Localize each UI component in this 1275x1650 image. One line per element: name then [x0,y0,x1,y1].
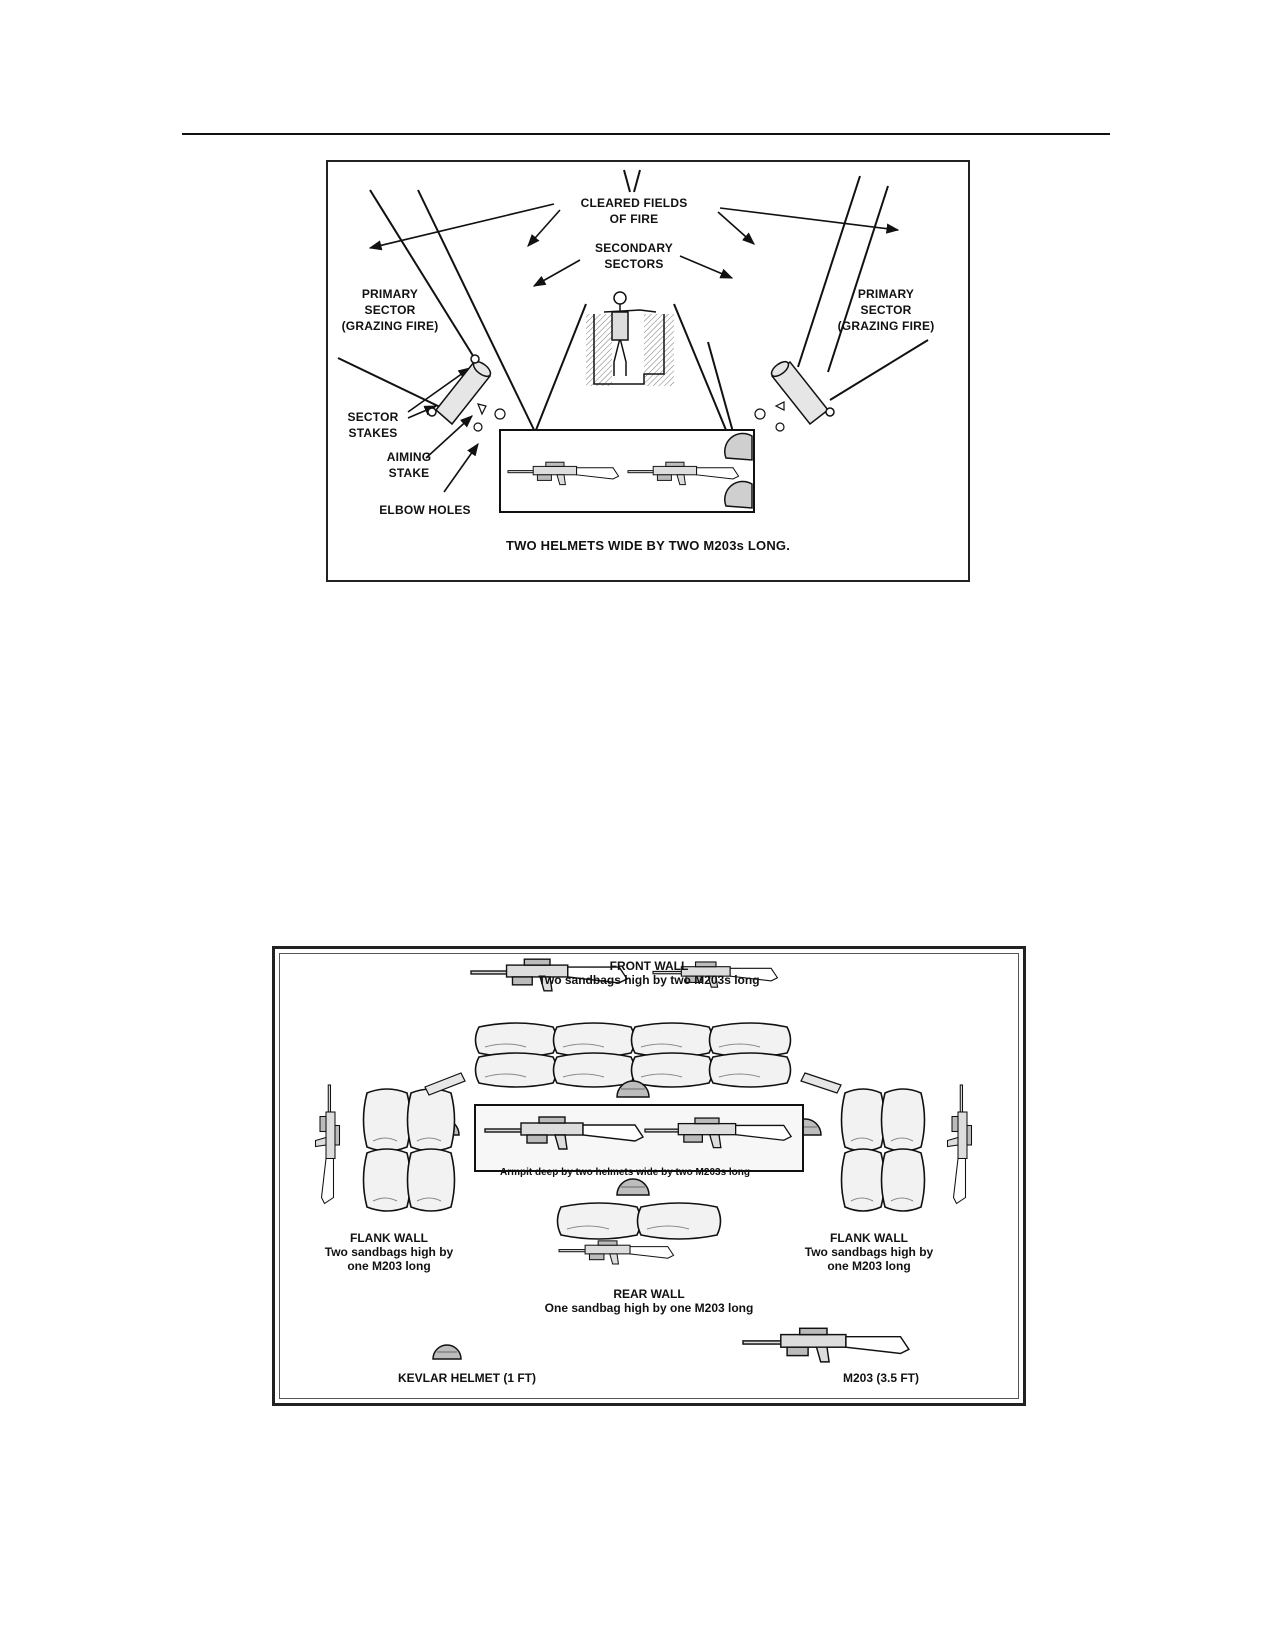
sandbag-icon [708,1022,792,1058]
sandbag-icon [552,1052,636,1088]
rifle-icon [652,961,779,988]
page-top-rule [182,133,1110,135]
flank-wall-left-title: FLANK WALL [350,1231,428,1245]
secondary-sector-lines [535,169,727,431]
sectors-diagram [337,169,929,513]
rifle-icon [507,461,740,486]
sandbag-icon [840,1148,886,1212]
figure1-caption: TWO HELMETS WIDE BY TWO M203s LONG. [505,538,791,553]
left-sector-lines [337,189,537,435]
sandbag-icon [880,1148,926,1212]
helmet-icon [724,432,753,509]
secondary-sectors-label: SECONDARY SECTORS [594,241,674,271]
sandbag-icon [556,1202,642,1240]
elbow-holes-label: ELBOW HOLES [379,503,471,517]
rifle-icon [484,1116,645,1150]
sandbag-icon [552,1022,636,1058]
log-icon [770,360,835,426]
front-wall-desc: Two sandbags high by two M203s long [538,973,760,987]
rifle-icon [470,958,629,992]
helmet-icon [616,1178,650,1196]
right-sector-lines [707,175,929,433]
sandbag-icon [708,1052,792,1088]
pit-label: Armpit deep by two helmets wide by two M… [499,1167,751,1178]
flank-wall-right-title: FLANK WALL [830,1231,908,1245]
log-icon [424,1072,466,1096]
sandbag-icon [406,1088,456,1152]
pointer-arrows [368,203,900,493]
log-icon [800,1072,842,1094]
flank-wall-left-desc1: Two sandbags high by [324,1245,454,1259]
fighting-position-walls-figure: FRONT WALL Two sandbags high by two M203… [272,946,1026,1406]
stake-icon [473,401,785,432]
m203-legend: M203 (3.5 FT) [842,1371,920,1385]
soldier-icon [586,291,674,386]
sandbag-icon [362,1088,412,1152]
primary-sector-right-label: PRIMARY SECTOR (GRAZING FIRE) [837,287,935,333]
front-wall-title: FRONT WALL [609,959,689,973]
sandbag-icon [406,1148,456,1212]
rifle-icon [558,1240,675,1265]
helmet-icon [432,1344,462,1360]
rifle-icon [742,1327,910,1363]
sandbag-icon [840,1088,886,1152]
flank-wall-right-desc1: Two sandbags high by [804,1245,934,1259]
walls-diagram [314,958,973,1363]
fighting-position-sectors-figure: CLEARED FIELDS OF FIRE SECONDARY SECTORS… [326,160,970,582]
sandbag-icon [636,1202,722,1240]
sandbag-icon [474,1022,558,1058]
rifle-icon [644,1117,793,1149]
rifle-icon [314,1084,341,1205]
sandbag-icon [630,1052,714,1088]
sandbag-icon [880,1088,926,1152]
rifle-icon [627,461,740,486]
aiming-stake-label: AIMING STAKE [386,450,432,480]
figure2-inner-border [279,953,1019,1399]
flank-wall-right-desc2: one M203 long [827,1259,911,1273]
rear-wall-desc: One sandbag high by one M203 long [544,1301,754,1315]
sector-stakes-label: SECTOR STAKES [347,410,399,440]
kevlar-helmet-legend: KEVLAR HELMET (1 FT) [398,1371,536,1385]
rear-wall-title: REAR WALL [613,1287,685,1301]
flank-wall-left-desc2: one M203 long [347,1259,431,1273]
primary-sector-left-label: PRIMARY SECTOR (GRAZING FIRE) [341,287,439,333]
rifle-icon [946,1084,973,1205]
rifle-icon [507,461,620,486]
sandbag-icon [474,1052,558,1088]
sandbag-icon [362,1148,412,1212]
log-icon [427,354,492,426]
helmet-icon [616,1080,650,1098]
sandbag-icon [630,1022,714,1058]
cleared-fields-label: CLEARED FIELDS OF FIRE [580,196,688,226]
